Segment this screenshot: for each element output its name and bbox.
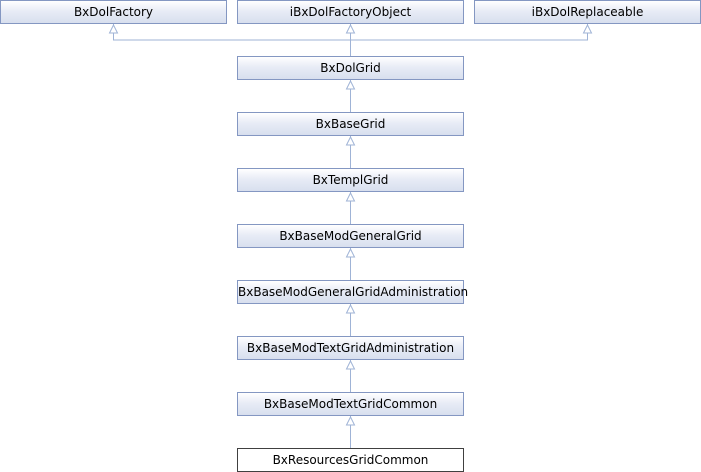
class-node-label: BxDolGrid — [320, 61, 381, 75]
class-node-ibxdolfactoryobject[interactable]: iBxDolFactoryObject — [237, 0, 464, 24]
edge-dolgrid-to-replaceable — [350, 24, 588, 41]
class-node-bxbasemodtextgridcommon[interactable]: BxBaseModTextGridCommon — [237, 392, 464, 416]
class-node-bxdolgrid[interactable]: BxDolGrid — [237, 56, 464, 80]
class-node-label: iBxDolFactoryObject — [289, 5, 412, 19]
arrowhead-basegrid — [345, 135, 356, 146]
arrowhead-dolgrid — [345, 79, 356, 90]
arrowhead-templgrid — [345, 191, 356, 202]
class-node-label: iBxDolReplaceable — [531, 5, 644, 19]
class-node-bxbasemodgeneralgrid[interactable]: BxBaseModGeneralGrid — [237, 224, 464, 248]
arrowhead-text-common — [345, 415, 356, 426]
class-node-label: BxBaseModGeneralGridAdministration — [238, 285, 469, 299]
class-node-bxdolfactory[interactable]: BxDolFactory — [0, 0, 227, 24]
arrowhead-factory-object — [345, 23, 356, 34]
class-node-label: BxTemplGrid — [312, 173, 389, 187]
arrowhead-factory — [108, 23, 119, 34]
class-node-bxbasemodtextgridadministration[interactable]: BxBaseModTextGridAdministration — [237, 336, 464, 360]
edge-dolgrid-to-factory — [113, 24, 351, 41]
arrowhead-general-admin — [345, 303, 356, 314]
class-node-label: BxBaseModTextGridCommon — [263, 397, 438, 411]
class-node-label: BxBaseModGeneralGrid — [279, 229, 422, 243]
arrowhead-replaceable — [582, 23, 593, 34]
class-node-label: BxDolFactory — [73, 5, 154, 19]
class-node-bxbasegrid[interactable]: BxBaseGrid — [237, 112, 464, 136]
class-node-bxresourcesgridcommon: BxResourcesGridCommon — [237, 448, 464, 472]
class-node-label: BxBaseGrid — [315, 117, 386, 131]
class-node-label: BxResourcesGridCommon — [272, 453, 429, 467]
arrowhead-general-grid — [345, 247, 356, 258]
class-node-label: BxBaseModTextGridAdministration — [246, 341, 455, 355]
arrowhead-text-admin — [345, 359, 356, 370]
class-node-bxbasemodgeneralgridadministration[interactable]: BxBaseModGeneralGridAdministration — [237, 280, 468, 304]
class-node-ibxdolreplaceable[interactable]: iBxDolReplaceable — [474, 0, 701, 24]
class-node-bxtemplgrid[interactable]: BxTemplGrid — [237, 168, 464, 192]
